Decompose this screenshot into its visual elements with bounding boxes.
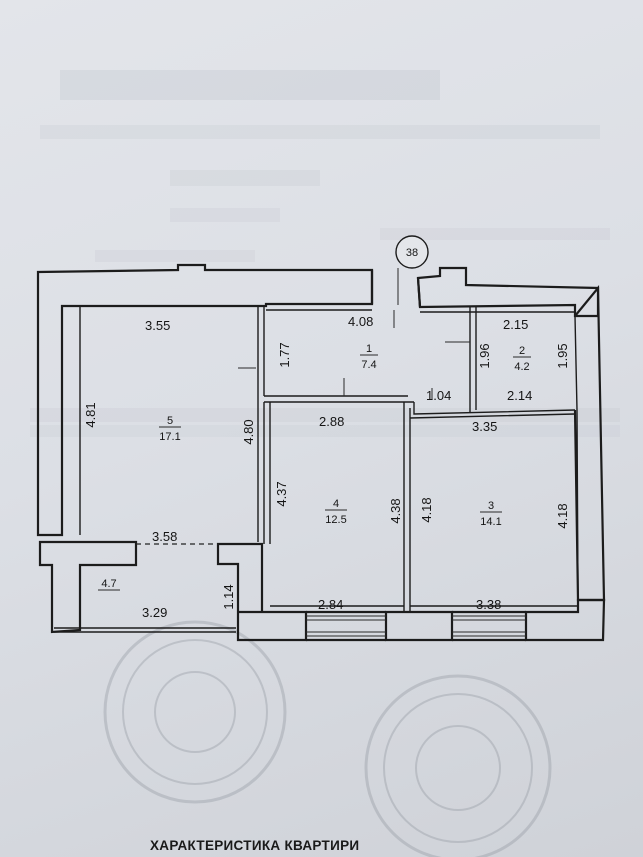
document-caption: ХАРАКТЕРИСТИКА КВАРТИРИ [150,838,360,853]
room-label-1: 1 7.4 [360,343,378,371]
faded-stamp-right [364,674,552,857]
room-area: 14.1 [480,516,501,528]
room-label-2: 2 4.2 [513,345,531,373]
room-label-5: 5 17.1 [159,415,181,443]
windows [306,615,526,637]
dim-4-37: 4.37 [274,481,289,506]
bleed-through-text [30,70,620,437]
room-number: 3 [488,500,494,512]
dim-2-15: 2.15 [503,317,528,332]
dim-4-08: 4.08 [348,314,373,329]
dim-4-80: 4.80 [241,419,256,444]
dim-3-55: 3.55 [145,318,170,333]
room-area: 7.4 [361,359,376,371]
dim-2-88: 2.88 [319,414,344,429]
dim-2-84: 2.84 [318,597,343,612]
faded-stamp-left [103,620,287,804]
entrance-opening [370,270,422,308]
dim-3-35: 3.35 [472,419,497,434]
dim-1-96: 1.96 [477,343,492,368]
room-area: 12.5 [325,514,346,526]
room-number: 4 [333,498,339,510]
dim-1-04: 1.04 [426,388,451,403]
room-label-4: 4 12.5 [325,498,347,526]
room-area: 4.7 [101,578,116,590]
interior-walls [257,306,578,612]
dim-1-14: 1.14 [221,584,236,609]
dim-3-29: 3.29 [142,605,167,620]
dim-1-77: 1.77 [277,342,292,367]
dim-3-38: 3.38 [476,597,501,612]
dim-1-95: 1.95 [555,343,570,368]
dim-3-58: 3.58 [152,529,177,544]
dimension-labels: 3.55 4.08 2.15 1.77 1.96 1.95 1.04 2.14 … [83,314,570,620]
room-label-balcony: 4.7 [98,578,120,591]
dim-2-14: 2.14 [507,388,532,403]
dimension-ticks [238,268,470,400]
building-number: 38 [406,247,418,259]
dim-4-18-left: 4.18 [419,497,434,522]
room-area: 4.2 [514,361,529,373]
room-number: 5 [167,415,173,427]
room-number: 1 [366,343,372,355]
room-area: 17.1 [159,431,180,443]
room-number: 2 [519,345,525,357]
dim-4-38: 4.38 [388,498,403,523]
building-number-marker: 38 [395,235,429,269]
room-label-3: 3 14.1 [480,500,502,528]
dim-4-18-right: 4.18 [555,503,570,528]
dim-4-81: 4.81 [83,402,98,427]
